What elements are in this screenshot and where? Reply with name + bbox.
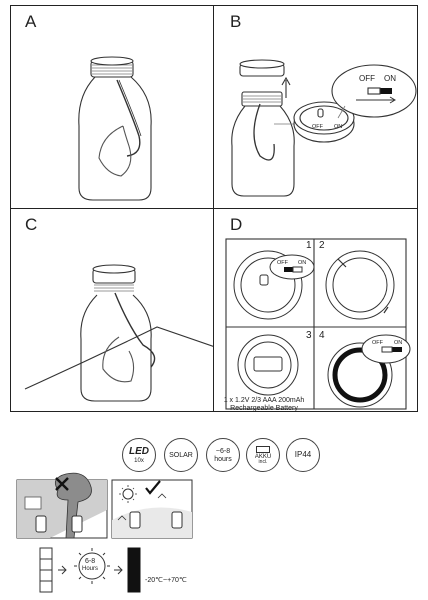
akku-sub: incl. <box>259 460 268 465</box>
akku-badge: AKKU incl. <box>246 438 280 472</box>
step-4-label: 4 <box>319 330 325 341</box>
battery-icon <box>256 446 270 453</box>
steps-illustration <box>214 209 419 413</box>
charge-unit: Hours <box>82 566 98 572</box>
led-badge: LED 10x <box>122 438 156 472</box>
battery-spec-line1: 1 x 1.2V 2/3 AAA 200mAh <box>214 397 314 404</box>
sun-scene <box>112 480 192 538</box>
panel-c: C <box>10 208 214 412</box>
lid-on-label: ON <box>334 124 342 130</box>
step-1-label: 1 <box>306 240 312 251</box>
switch-off-label: OFF <box>359 74 375 83</box>
switch-on-label: ON <box>384 74 396 83</box>
jar-open-illustration <box>214 6 419 210</box>
panel-a: A <box>10 5 214 209</box>
ip-badge: IP44 <box>286 438 320 472</box>
battery-spec: 1 x 1.2V 2/3 AAA 200mAh <box>214 397 314 404</box>
jar-illustration <box>11 6 215 210</box>
panel-d: D 1 2 3 4 OFF ON OFF ON 1 x 1.2V 2/3 AAA <box>213 208 418 412</box>
step-4-off-label: OFF <box>372 340 383 346</box>
battery-spec-line2: Rechargeable Battery <box>214 405 314 412</box>
hours-range: ~6-8 <box>216 448 230 455</box>
temperature-range: -20℃~+70℃ <box>145 576 187 584</box>
led-title: LED <box>129 447 149 457</box>
cross-icon <box>56 478 68 490</box>
charge-range: 6-8 <box>85 558 95 565</box>
step-1-off-label: OFF <box>277 260 288 266</box>
step-4-on-label: ON <box>394 340 402 346</box>
lid-off-label: OFF <box>312 124 323 130</box>
solar-title: SOLAR <box>169 452 193 459</box>
hours-badge: ~6-8 hours <box>206 438 240 472</box>
jar-placed-illustration <box>11 209 215 413</box>
ip-title: IP44 <box>295 451 311 459</box>
led-sub: 10x <box>134 458 144 464</box>
hours-unit: hours <box>214 456 232 463</box>
check-icon <box>146 481 160 493</box>
step-1-on-label: ON <box>298 260 306 266</box>
shade-scene <box>17 473 107 538</box>
step-3-label: 3 <box>306 330 312 341</box>
solar-badge: SOLAR <box>164 438 198 472</box>
battery-spec-sub: Rechargeable Battery <box>214 405 314 412</box>
panel-b: B OFF ON OFF ON <box>213 5 418 209</box>
step-2-label: 2 <box>319 240 325 251</box>
